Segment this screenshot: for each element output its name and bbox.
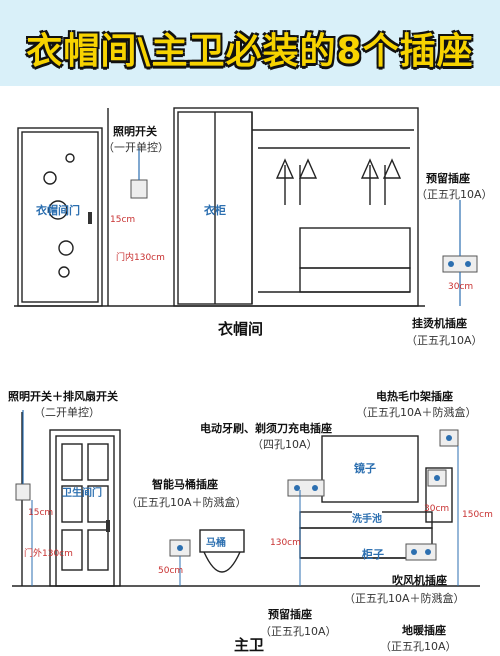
- hairdryer-socket-label: 吹风机插座: [392, 574, 447, 587]
- toilet-socket-label: 智能马桶插座: [152, 478, 218, 491]
- mirror-label: 镜子: [354, 462, 376, 475]
- toothbrush-socket-label: 电动牙刷、剃须刀充电插座: [200, 422, 332, 435]
- page-title: 衣帽间\主卫必装的8个插座: [26, 31, 474, 72]
- light-switch-spec: （一开单控）: [103, 141, 169, 154]
- towel-socket-spec: （正五孔10A＋防溅盒）: [356, 406, 477, 419]
- dim-15cm-2: 15cm: [28, 508, 54, 518]
- dim-15cm: 15cm: [110, 215, 136, 225]
- toilet-label: 马桶: [206, 538, 226, 549]
- title-banner: [0, 0, 500, 86]
- toilet-socket-spec: （正五孔10A＋防溅盒）: [126, 496, 247, 509]
- dim-50cm: 50cm: [158, 566, 184, 576]
- light-fan-switch-spec: （二开单控）: [34, 406, 100, 419]
- reserved-socket-label: 预留插座: [426, 172, 470, 185]
- dim-130cm: 门内130cm: [116, 253, 165, 263]
- bathroom-door: [49, 429, 121, 587]
- dim-130cm-2: 门外130cm: [24, 549, 73, 559]
- dim-30cm-2: 30cm: [424, 504, 450, 514]
- wardrobe: [173, 107, 419, 307]
- dim-130cm-3: 130cm: [270, 538, 301, 548]
- floorheat-socket-spec: （正五孔10A）: [380, 640, 457, 653]
- light-fan-switch-label: 照明开关＋排风扇开关: [8, 390, 118, 403]
- towel-socket-label: 电热毛巾架插座: [376, 390, 453, 403]
- wardrobe-door-label: 衣帽间门: [36, 204, 80, 217]
- dim-150cm: 150cm: [462, 510, 493, 520]
- wardrobe-label: 衣柜: [204, 204, 226, 217]
- toothbrush-socket-spec: （四孔10A）: [252, 438, 318, 451]
- reserved-socket-2-label: 预留插座: [268, 608, 312, 621]
- floorheat-socket-label: 地暖插座: [402, 624, 446, 637]
- section1-title: 衣帽间: [218, 320, 264, 338]
- cabinet-label: 柜子: [362, 548, 384, 561]
- light-switch-label: 照明开关: [113, 125, 157, 138]
- hairdryer-socket-spec: （正五孔10A＋防溅盒）: [344, 592, 465, 605]
- dim-30cm: 30cm: [448, 282, 474, 292]
- reserved-socket-2-spec: （正五孔10A）: [260, 625, 337, 638]
- sink-label: 洗手池: [352, 510, 382, 525]
- section2-title: 主卫: [234, 636, 265, 654]
- bathroom-door-label: 卫生间门: [62, 488, 102, 499]
- iron-socket-label: 挂烫机插座: [412, 317, 467, 330]
- switch-box: [130, 179, 148, 199]
- iron-socket-spec: （正五孔10A）: [406, 334, 483, 347]
- reserved-socket-spec: （正五孔10A）: [416, 188, 493, 201]
